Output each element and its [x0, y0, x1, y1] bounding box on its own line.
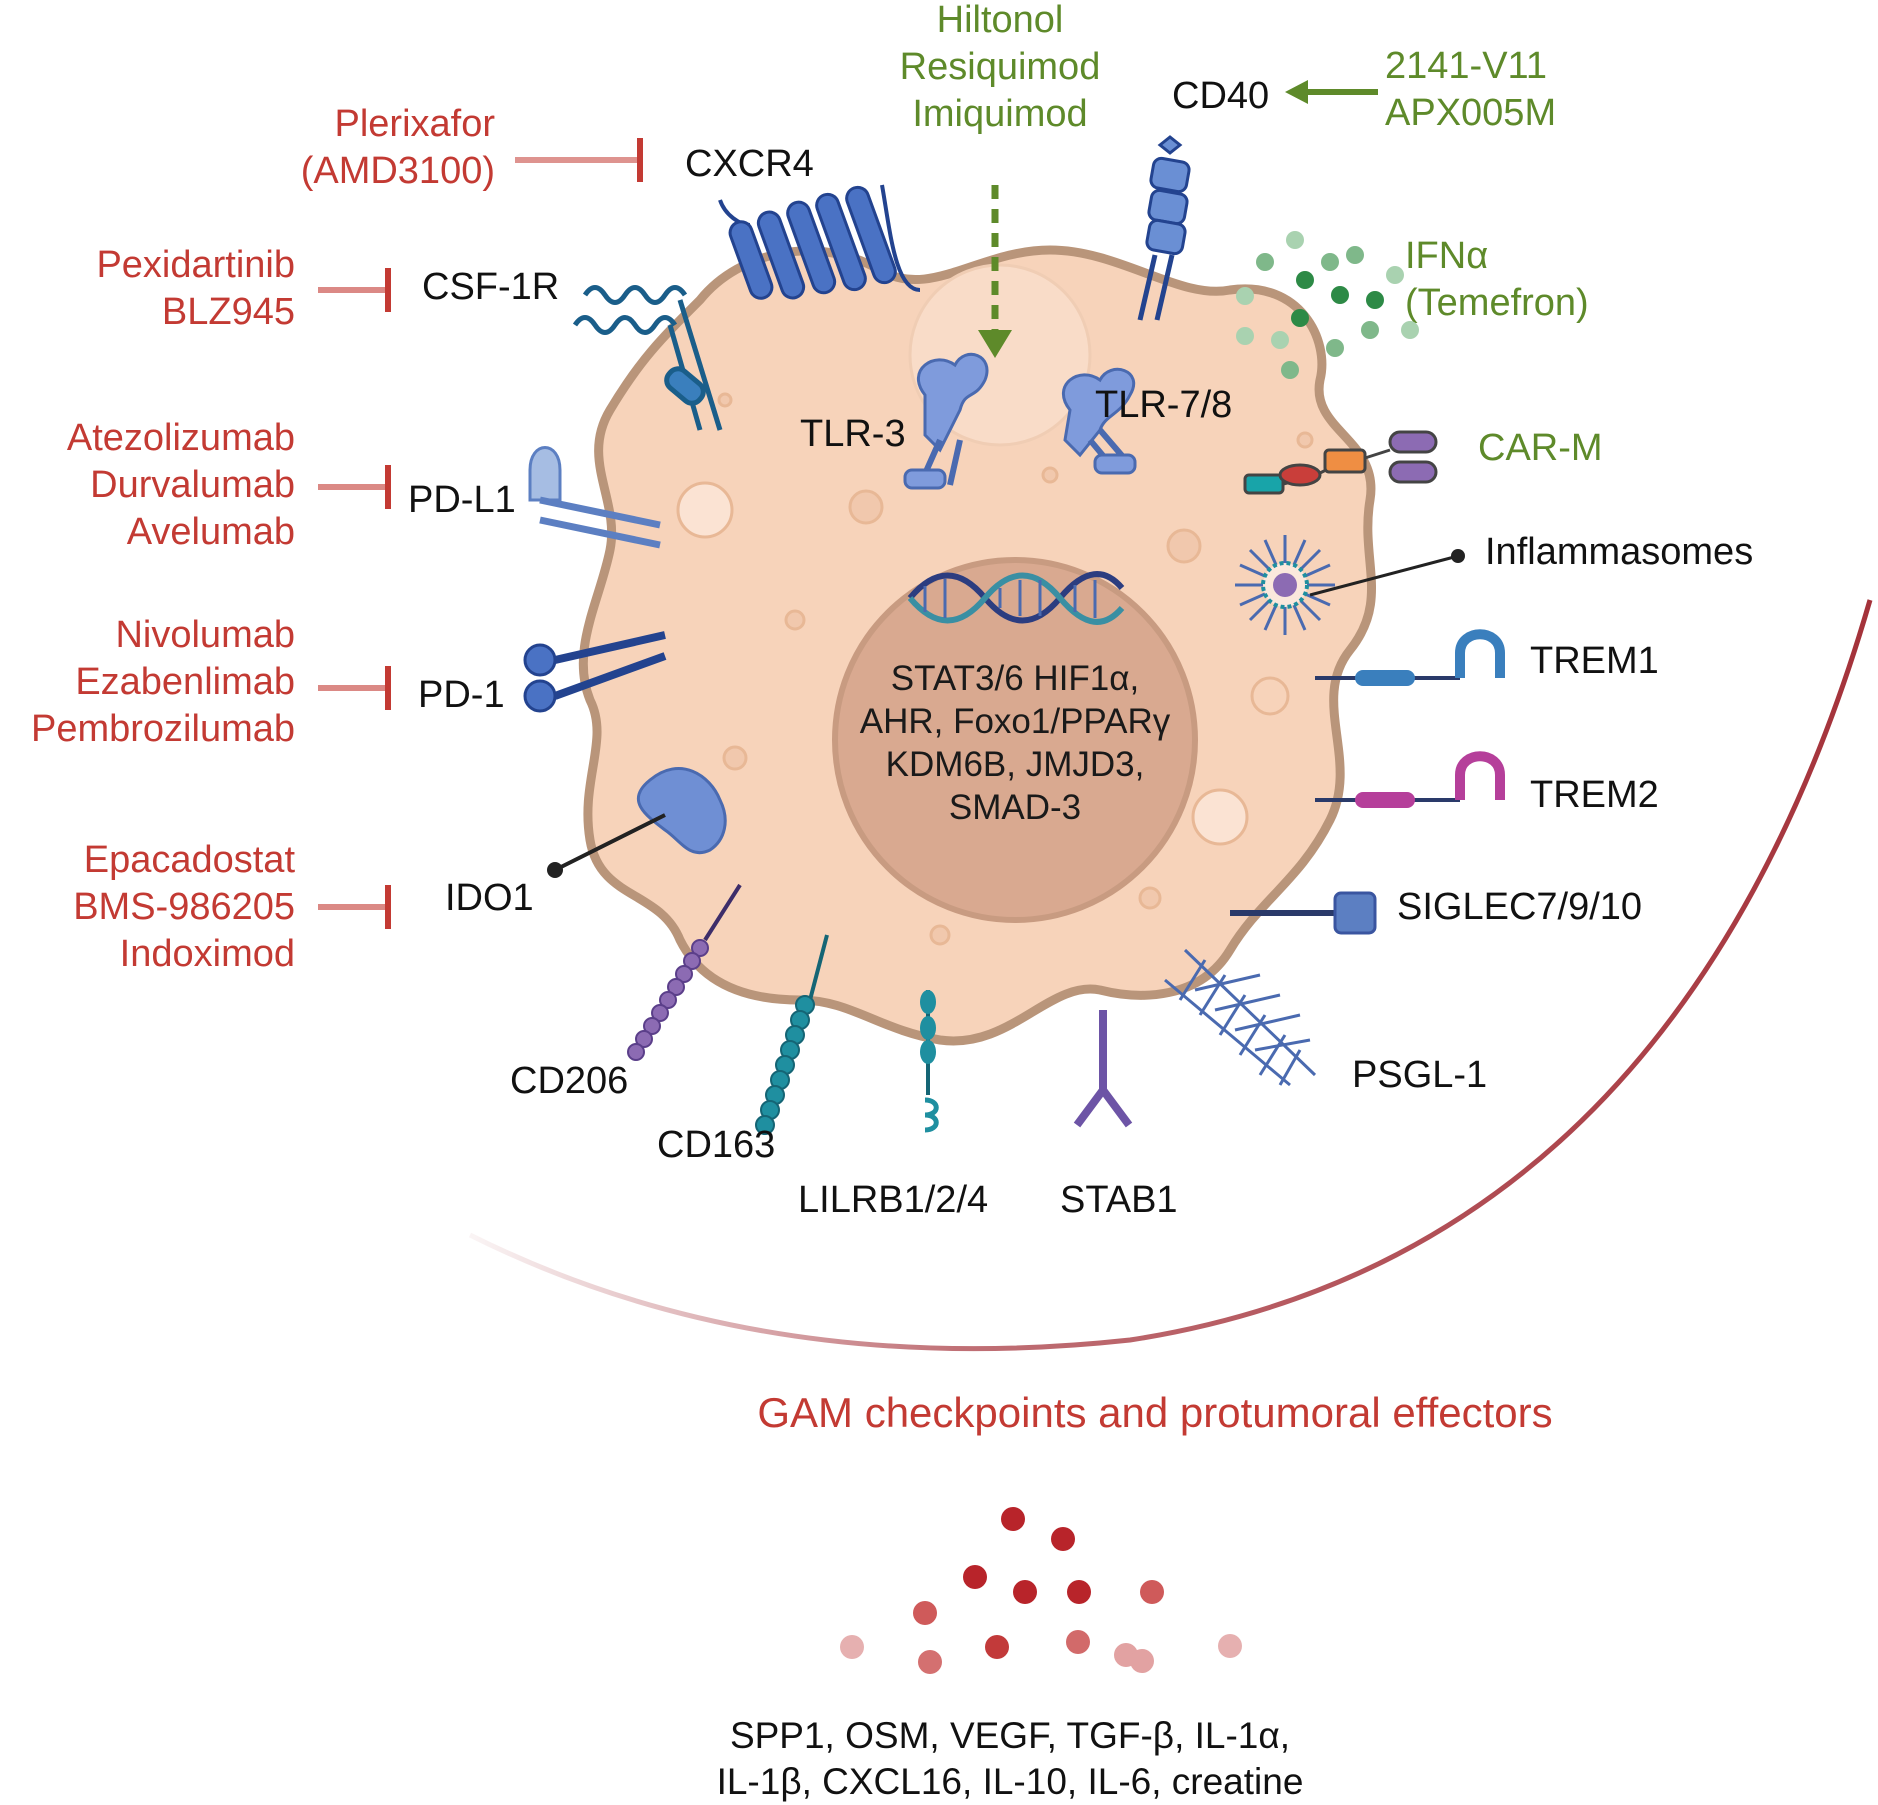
plerixafor-label-1: Plerixafor: [335, 103, 496, 145]
csf1r-inhibitor-label-2: BLZ945: [162, 291, 295, 333]
tlr-agonist-label-2: Resiquimod: [900, 46, 1101, 88]
psgl1-receptor: [1164, 948, 1317, 1087]
cxcr4-receptor: [718, 184, 921, 300]
cytokine-dot-icon: [840, 1635, 864, 1659]
cd163-receptor: [755, 934, 829, 1135]
cytokine-dot-icon: [1218, 1634, 1242, 1658]
cd40-agonist-label-1: 2141-V11: [1385, 45, 1547, 87]
tlr-agonist-label-1: Hiltonol: [937, 0, 1064, 41]
lilrb-label: LILRB1/2/4: [798, 1179, 988, 1221]
cd206-label: CD206: [510, 1060, 628, 1102]
csf1r-inhibitor-label-1: Pexidartinib: [96, 244, 295, 286]
car-m-label: CAR-M: [1478, 427, 1603, 469]
siglec-receptor: [1230, 891, 1377, 935]
ido1-inhibitor-label-2: BMS-986205: [73, 886, 295, 928]
pdl1-inhibitor-label-2: Durvalumab: [90, 464, 295, 506]
trem2-receptor: [1315, 751, 1505, 808]
vesicles: [676, 263, 1314, 946]
inhibition-bar-icon: [318, 666, 391, 710]
ido1-enzyme: [547, 767, 727, 878]
nucleus-line-2: AHR, Foxo1/PPARγ: [860, 702, 1171, 741]
tlr-receptor-icon: [903, 352, 989, 490]
cytokine-dot-icon: [963, 1565, 987, 1589]
cxcr4-label: CXCR4: [685, 143, 814, 185]
ido1-inhibitor-label-3: Indoximod: [120, 933, 295, 975]
cytokine-dot-icon: [1051, 1527, 1075, 1551]
psgl1-label: PSGL-1: [1352, 1054, 1487, 1096]
ifn-label-2: (Temefron): [1405, 282, 1589, 324]
cytokine-dot-icon: [913, 1601, 937, 1625]
pdl1-inhibitor-label-1: Atezolizumab: [67, 417, 295, 459]
cytokine-dots: [840, 1507, 1242, 1674]
diagram-title: GAM checkpoints and protumoral effectors: [757, 1389, 1552, 1436]
tlr3-label: TLR-3: [800, 413, 906, 455]
plerixafor-label-2: (AMD3100): [301, 150, 495, 192]
ifn-label-1: IFNα: [1405, 235, 1488, 277]
inhibition-bar-icon: [515, 138, 643, 182]
cytokine-dot-icon: [1130, 1649, 1154, 1673]
tlr78-label: TLR-7/8: [1095, 384, 1232, 426]
tlr-agonist-label-3: Imiquimod: [912, 93, 1087, 135]
siglec-label: SIGLEC7/9/10: [1397, 886, 1642, 928]
effector-arc: [468, 599, 1873, 1352]
csf1r-label: CSF-1R: [422, 266, 559, 308]
effectors-line-1: SPP1, OSM, VEGF, TGF-β, IL-1α,: [730, 1715, 1290, 1756]
pd1-inhibitor-label-3: Pembrozilumab: [31, 708, 295, 750]
nucleus-line-1: STAT3/6 HIF1α,: [891, 659, 1139, 698]
pd1-inhibitor-label-1: Nivolumab: [115, 614, 295, 656]
arrow-head: [1285, 80, 1308, 104]
cytokine-dot-icon: [918, 1650, 942, 1674]
inhibition-bar-icon: [318, 885, 391, 929]
stab1-receptor: [1073, 1010, 1133, 1128]
ido1-label: IDO1: [445, 877, 534, 919]
trem1-label: TREM1: [1530, 640, 1659, 682]
trem1-receptor: [1315, 629, 1505, 686]
cd40-agonist-label-2: APX005M: [1385, 92, 1556, 134]
cytokine-dot-icon: [1013, 1580, 1037, 1604]
inhibition-bar-icon: [318, 268, 391, 312]
pd1-receptor: [523, 631, 667, 713]
pdl1-receptor: [528, 446, 661, 549]
cd40-receptor: [1137, 135, 1191, 321]
nucleus-line-3: KDM6B, JMJD3,: [886, 745, 1145, 784]
cd40-label: CD40: [1172, 75, 1269, 117]
inflammasome-icon: [1235, 535, 1465, 635]
cytokine-dot-icon: [1140, 1580, 1164, 1604]
inhibition-bar-icon: [318, 465, 391, 509]
stab1-label: STAB1: [1060, 1179, 1178, 1221]
cytokine-dot-icon: [1001, 1507, 1025, 1531]
pdl1-inhibitor-label-3: Avelumab: [127, 511, 295, 553]
nucleus: [832, 557, 1198, 923]
effectors-line-2: IL-1β, CXCL16, IL-10, IL-6, creatine: [717, 1761, 1304, 1802]
cd163-label: CD163: [657, 1124, 775, 1166]
cytokine-dot-icon: [985, 1635, 1009, 1659]
tlr-receptor-icon: [1062, 367, 1137, 475]
csf1r-receptor: [572, 285, 723, 431]
ido1-inhibitor-label-1: Epacadostat: [84, 839, 296, 881]
inflammasomes-label: Inflammasomes: [1485, 531, 1753, 573]
pdl1-label: PD-L1: [408, 479, 516, 521]
ifn-dots: [1236, 231, 1419, 379]
cytokine-dot-icon: [1066, 1630, 1090, 1654]
dna-icon: [907, 571, 1125, 625]
trem2-label: TREM2: [1530, 774, 1659, 816]
nucleus-line-4: SMAD-3: [949, 788, 1081, 827]
lilrb-receptor: [920, 990, 939, 1133]
arrow-head: [978, 330, 1012, 358]
car-m-receptor: [1243, 430, 1438, 495]
pd1-label: PD-1: [418, 674, 505, 716]
cd206-receptor: [627, 883, 742, 1061]
pd1-inhibitor-label-2: Ezabenlimab: [75, 661, 295, 703]
cytokine-dot-icon: [1067, 1580, 1091, 1604]
